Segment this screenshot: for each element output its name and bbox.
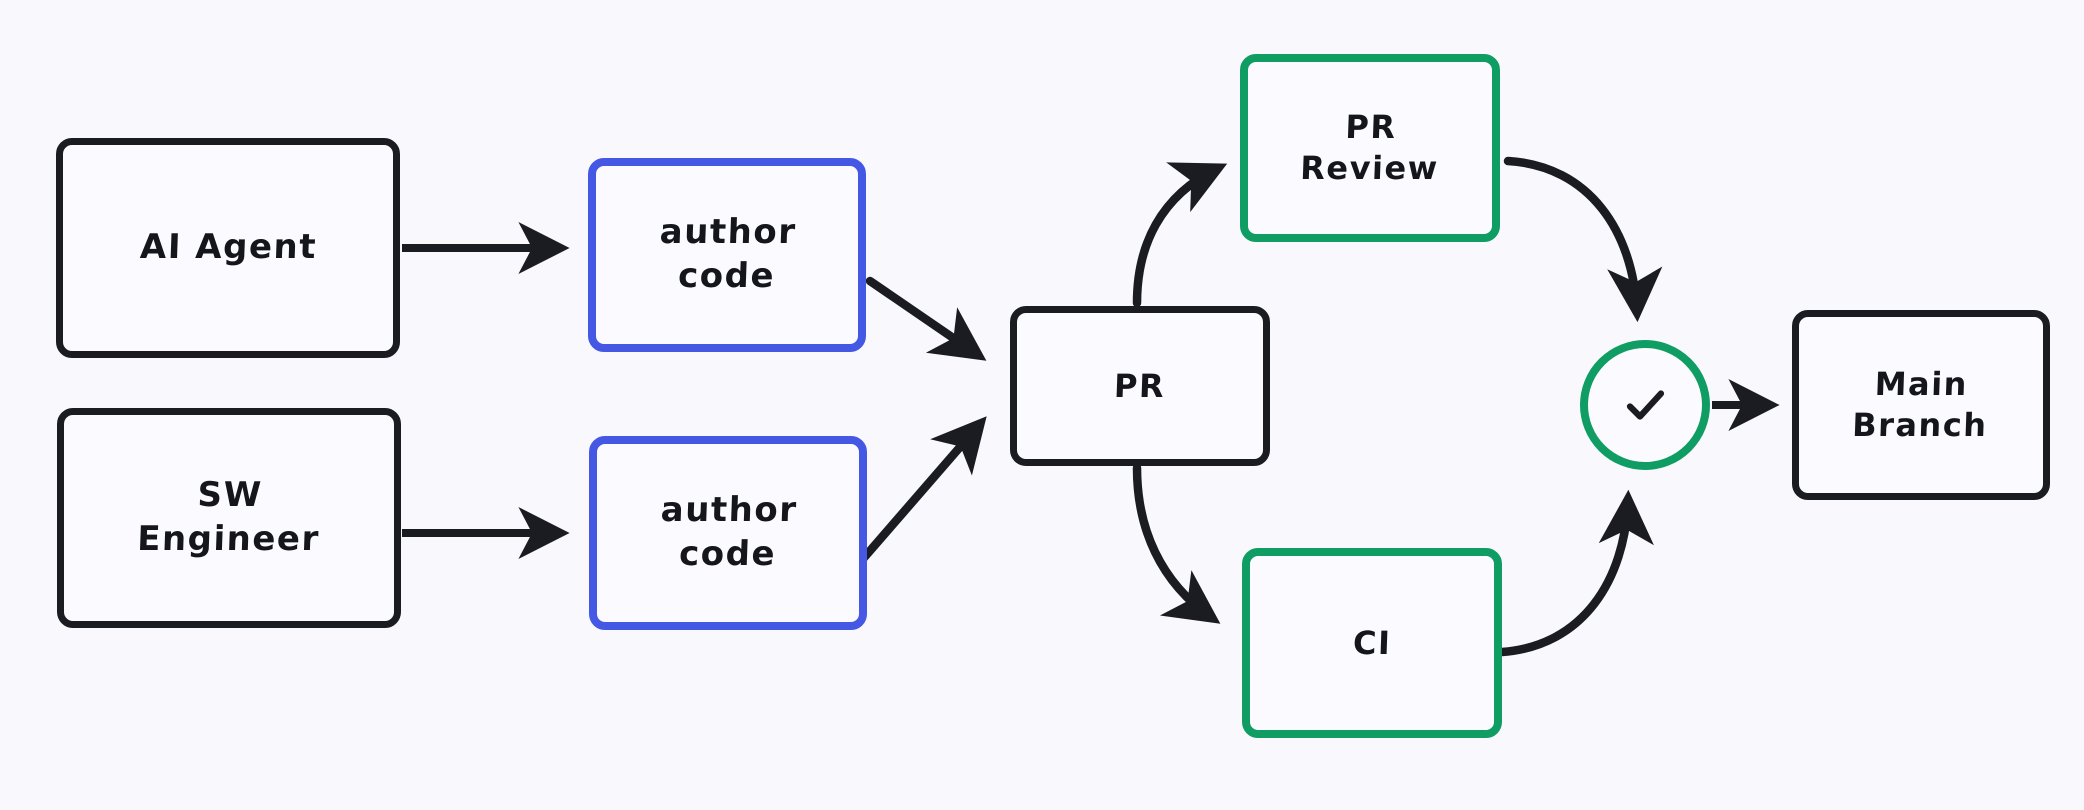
node-ci[interactable]: CI — [1242, 548, 1502, 738]
node-main-branch[interactable]: Main Branch — [1792, 310, 2050, 500]
edge-pr-to-pr-review — [1132, 162, 1228, 308]
node-pr[interactable]: PR — [1010, 306, 1270, 466]
node-main-branch-label: Main Branch — [1851, 365, 1989, 444]
node-ai-agent[interactable]: AI Agent — [56, 138, 400, 358]
node-pr-review-label: PR Review — [1299, 108, 1440, 187]
node-pr-label: PR — [1113, 366, 1167, 405]
node-sw-engineer-label: SW Engineer — [136, 475, 321, 559]
edge-author-code-2-to-pr — [857, 416, 987, 565]
node-merge-check[interactable] — [1580, 340, 1710, 470]
node-sw-engineer[interactable]: SW Engineer — [57, 408, 401, 628]
node-author-code-1[interactable]: author code — [588, 158, 866, 352]
check-icon — [1626, 390, 1665, 420]
edge-pr-review-to-check — [1503, 156, 1663, 323]
node-author-code-2[interactable]: author code — [589, 436, 867, 630]
edge-ci-to-check — [1497, 489, 1654, 657]
edge-author-code-1-to-pr — [865, 276, 987, 361]
node-pr-review[interactable]: PR Review — [1240, 54, 1500, 242]
node-ai-agent-label: AI Agent — [138, 227, 318, 268]
node-author-code-2-label: author code — [659, 490, 798, 574]
edge-pr-to-ci — [1132, 463, 1221, 624]
node-ci-label: CI — [1352, 623, 1392, 662]
node-author-code-1-label: author code — [658, 212, 797, 296]
